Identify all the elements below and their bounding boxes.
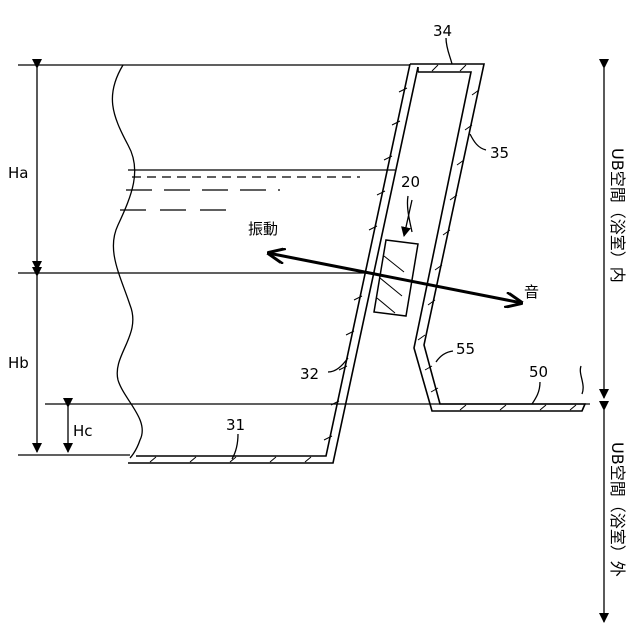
label-sound: 音 (524, 283, 539, 301)
apron-outline (410, 64, 585, 411)
ref-35: 35 (490, 144, 509, 162)
label-hc: Hc (73, 422, 93, 440)
ref-31: 31 (226, 416, 245, 434)
bathtub-inner-outline (136, 64, 410, 456)
ref-50: 50 (529, 363, 548, 381)
ref-32: 32 (300, 365, 319, 383)
break-line (112, 65, 142, 458)
floor-break-mark (580, 366, 583, 394)
hatching (150, 65, 576, 462)
label-inside-ub: UB空間（浴室）内 (608, 148, 627, 283)
label-vibration: 振動 (248, 220, 278, 238)
label-outside-ub: UB空間（浴室）外 (608, 442, 627, 577)
label-hb: Hb (8, 354, 29, 372)
ref-55: 55 (456, 340, 475, 358)
ref-20: 20 (401, 173, 420, 191)
ref-34: 34 (433, 22, 452, 40)
label-ha: Ha (8, 164, 28, 182)
